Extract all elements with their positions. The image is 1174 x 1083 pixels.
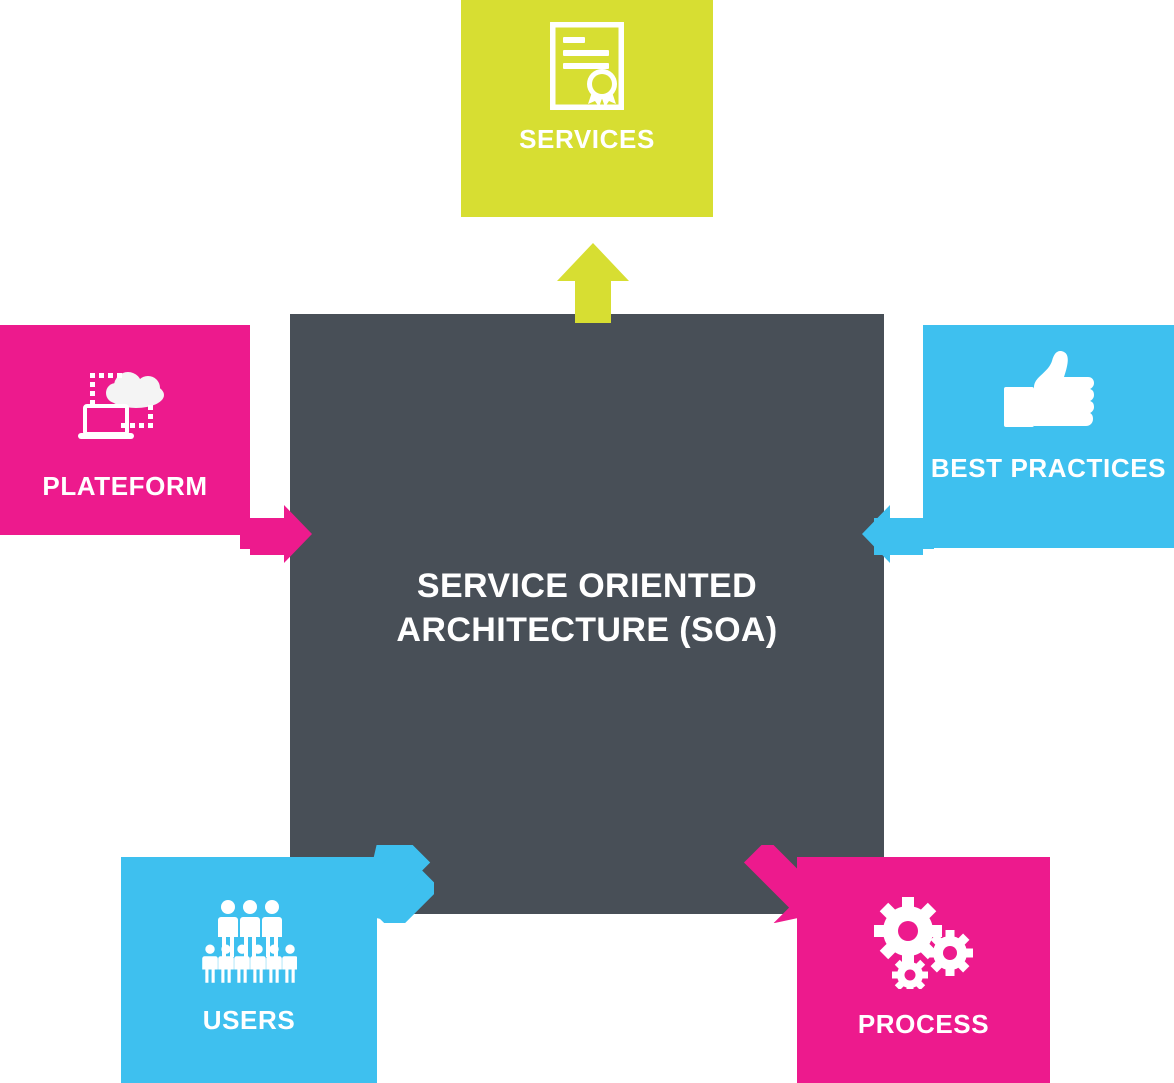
node-best-practices[interactable]: BEST PRACTICES [923,325,1174,548]
arrow-up-services [557,243,629,323]
certificate-icon [550,22,624,110]
arrow-right-plateform [240,505,312,563]
gears-icon [873,897,973,989]
people-group-icon [202,900,297,983]
node-services[interactable]: SERVICES [461,0,713,217]
arrow-left-best-practices [862,505,934,563]
cloud-laptop-icon [78,372,164,439]
node-process[interactable]: PROCESS [797,857,1050,1083]
node-users[interactable]: USERS [121,857,377,1083]
node-process-label: PROCESS [857,1009,990,1039]
center-hub-box [290,314,884,914]
thumbs-up-icon [1003,351,1094,427]
node-plateform[interactable]: PLATEFORM [0,325,250,535]
node-best-practices-label: BEST PRACTICES [930,453,1167,483]
node-users-label: USERS [202,1005,296,1035]
node-plateform-label: PLATEFORM [42,471,208,501]
center-hub-title: SERVICE ORIENTED ARCHITECTURE (SOA) [396,567,778,649]
node-services-label: SERVICES [519,124,655,154]
